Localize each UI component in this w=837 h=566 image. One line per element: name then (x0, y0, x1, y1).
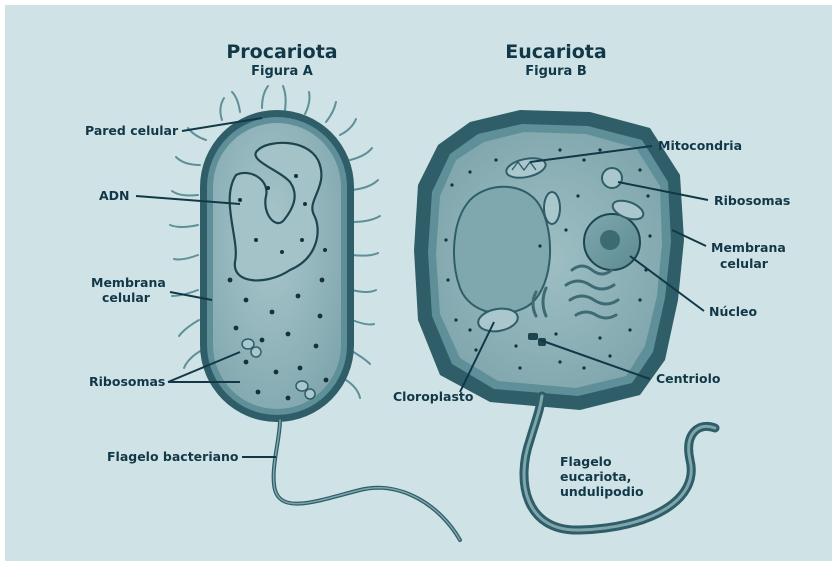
label-flagelo-eucariota-line2: eucariota, (560, 469, 631, 484)
label-ribosomas-b: Ribosomas (714, 193, 790, 208)
nucleolus (600, 230, 620, 250)
label-membrana-a-line2: celular (102, 290, 151, 305)
label-pared-celular: Pared celular (85, 123, 179, 138)
label-membrana-a-line1: Membrana (91, 275, 166, 290)
eukaryote-ribosome-cluster (602, 168, 622, 188)
label-flagelo-eucariota-line3: undulipodio (560, 484, 644, 499)
label-membrana-b-line1: Membrana (711, 240, 786, 255)
label-mitocondria: Mitocondria (658, 138, 742, 153)
figure-b-title: Eucariota (505, 41, 606, 63)
label-cloroplasto: Cloroplasto (393, 389, 474, 404)
label-centriolo: Centriolo (656, 371, 721, 386)
figure-b-subtitle: Figura B (525, 64, 587, 79)
figure-a-title: Procariota (226, 41, 337, 63)
label-flagelo-eucariota-line1: Flagelo (560, 454, 612, 469)
label-flagelo-bacteriano: Flagelo bacteriano (107, 449, 239, 464)
label-ribosomas-a: Ribosomas (89, 374, 165, 389)
label-nucleo: Núcleo (709, 304, 758, 319)
label-adn: ADN (99, 188, 130, 203)
label-membrana-b-line2: celular (720, 256, 769, 271)
figure-a-subtitle: Figura A (251, 64, 313, 79)
